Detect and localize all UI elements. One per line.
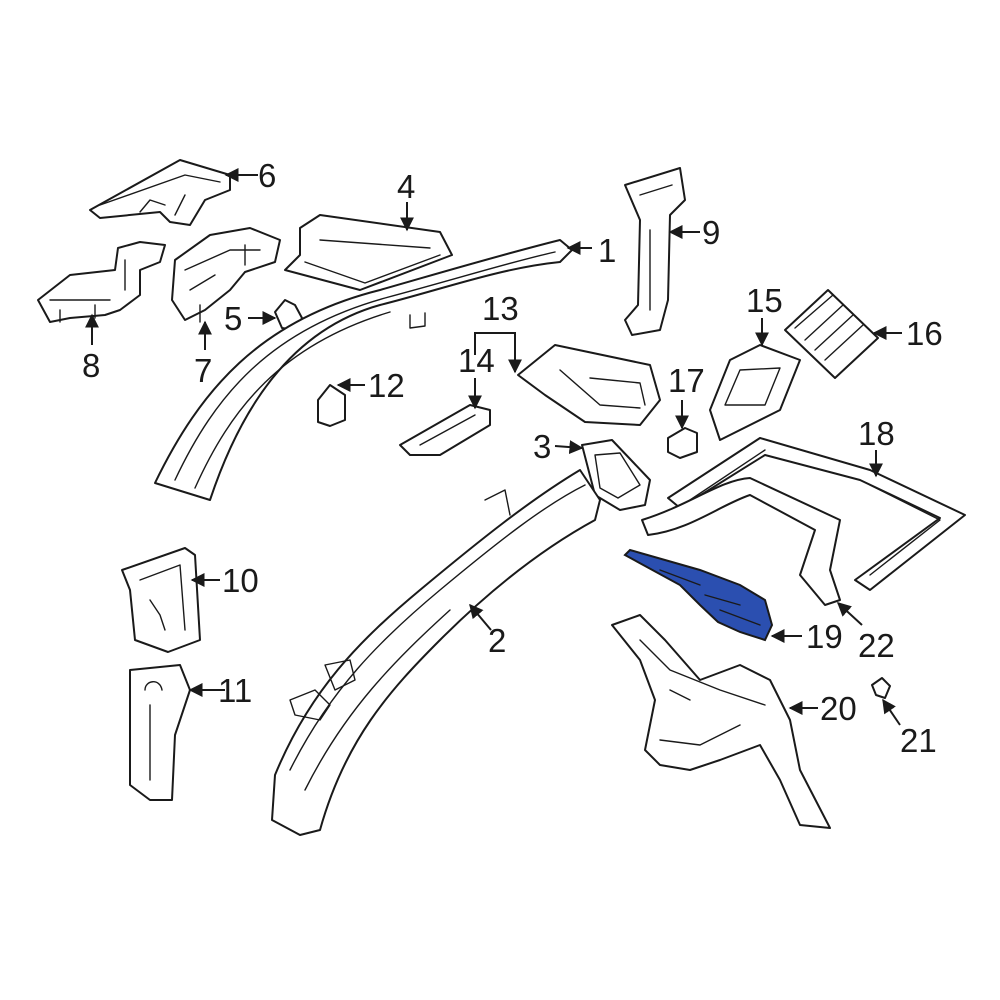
callout-21: 21 [900,722,937,759]
part-9-pillar[interactable] [624,167,686,336]
callout-11: 11 [218,672,252,709]
part-6-bracket[interactable] [89,159,231,226]
callout-12: 12 [368,367,405,404]
part-15-frame[interactable] [709,344,801,441]
callout-6: 6 [258,157,276,194]
part-4-panel[interactable] [284,214,453,291]
callout-2: 2 [488,622,506,659]
callout-9: 9 [702,214,720,251]
callout-7: 7 [194,352,212,389]
part-17-clip[interactable] [667,427,698,459]
callout-3: 3 [533,428,551,465]
part-8-bracket[interactable] [37,241,166,323]
callout-10: 10 [222,562,259,599]
part-12-bracket[interactable] [317,384,346,427]
callout-labels: 6 4 1 9 8 7 5 13 14 15 16 12 17 3 18 10 … [82,157,943,759]
callout-13: 13 [482,290,519,327]
callout-14: 14 [458,342,495,379]
part-10-vent[interactable] [121,547,201,653]
callout-4: 4 [397,168,415,205]
callout-19: 19 [806,618,843,655]
part-2-rear-rail[interactable] [271,469,601,836]
part-21-clip[interactable] [871,677,891,699]
callout-15: 15 [746,282,783,319]
part-7-bracket[interactable] [171,227,281,323]
part-19-reinforcement[interactable] [623,548,774,642]
callout-18: 18 [858,415,895,452]
callout-22: 22 [858,627,895,664]
part-22-seal[interactable] [641,477,841,606]
part-13-duct[interactable] [517,344,661,426]
callout-20: 20 [820,690,857,727]
part-11-duct[interactable] [129,664,191,801]
leader-lines [85,168,902,726]
callout-8: 8 [82,347,100,384]
part-20-wheelhouse[interactable] [611,614,831,829]
callout-5: 5 [224,300,242,337]
callout-1: 1 [598,232,616,269]
part-18-frame[interactable] [667,437,966,591]
callout-16: 16 [906,315,943,352]
callout-17: 17 [668,362,705,399]
part-14-bracket[interactable] [399,404,491,456]
